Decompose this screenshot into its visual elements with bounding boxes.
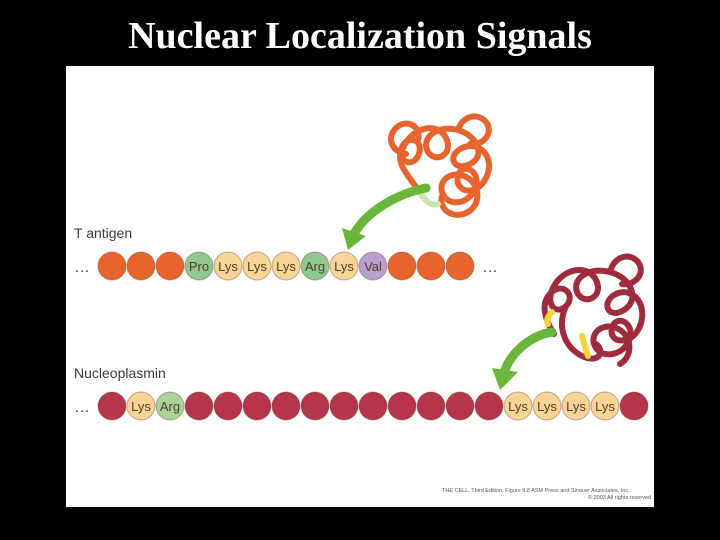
residue-bead [184, 251, 214, 281]
ellipsis-left: … [74, 399, 90, 416]
row-label-t-antigen: T antigen [74, 225, 132, 241]
ellipsis-left: … [74, 259, 90, 276]
chain-bead [97, 251, 127, 281]
residue-label: Lys [595, 399, 615, 414]
residue-bead [300, 251, 330, 281]
residue-bead [561, 391, 591, 421]
chain-bead [329, 391, 359, 421]
slide-title: Nuclear Localization Signals [128, 15, 592, 57]
chain-bead [445, 251, 475, 281]
residue-bead [242, 251, 272, 281]
red-protein-icon [541, 253, 646, 367]
residue-label: Arg [305, 259, 325, 274]
residue-label: Lys [247, 259, 267, 274]
residue-label: Lys [566, 399, 586, 414]
chain-bead [184, 391, 214, 421]
residue-bead [329, 251, 359, 281]
residue-label: Lys [508, 399, 528, 414]
residue-label: Arg [160, 399, 180, 414]
chain-bead [213, 391, 243, 421]
chain-bead [300, 391, 330, 421]
chain-bead [358, 391, 388, 421]
nls-diagram: T antigen Nucleoplasmin … … … … ProLysLy… [74, 113, 653, 501]
chain-bead [126, 251, 156, 281]
chain-bead [387, 251, 417, 281]
residue-label: Lys [276, 259, 296, 274]
residue-label: Val [364, 259, 382, 274]
figure-credit-line2: © 2003 All rights reserved. [588, 494, 653, 501]
residue-label: Pro [189, 259, 209, 274]
residue-bead [503, 391, 533, 421]
ellipsis-right: … [482, 259, 498, 276]
figure-credit-line1: THE CELL, Third Edition, Figure 9.8 ASM … [442, 488, 630, 494]
row-label-nucleoplasmin: Nucleoplasmin [74, 365, 166, 381]
green-arrow-icon [342, 183, 431, 250]
residue-bead [271, 251, 301, 281]
residue-bead [126, 391, 156, 421]
orange-protein-icon [388, 113, 493, 218]
chain-bead [155, 251, 185, 281]
chain-bead [445, 391, 475, 421]
residue-bead [213, 251, 243, 281]
residue-bead [155, 391, 185, 421]
residue-bead [590, 391, 620, 421]
residue-label: Lys [218, 259, 238, 274]
residue-label: Lys [537, 399, 557, 414]
residue-bead [532, 391, 562, 421]
chain-bead [97, 391, 127, 421]
residue-label: Lys [131, 399, 151, 414]
chain-bead [619, 391, 649, 421]
figure-panel: T antigen Nucleoplasmin … … … … ProLysLy… [66, 66, 654, 507]
green-arrow-icon [492, 327, 557, 390]
t-antigen-bead-chain: Pro Lys Lys Lys Arg Lys Val [97, 251, 475, 281]
chain-bead [271, 391, 301, 421]
chain-bead [416, 391, 446, 421]
chain-bead [242, 391, 272, 421]
chain-bead [474, 391, 504, 421]
nucleoplasmin-bead-chain: Lys Arg Lys Lys Lys Lys [97, 391, 649, 421]
chain-bead [387, 391, 417, 421]
residue-bead [358, 251, 388, 281]
chain-bead [416, 251, 446, 281]
residue-label: Lys [334, 259, 354, 274]
